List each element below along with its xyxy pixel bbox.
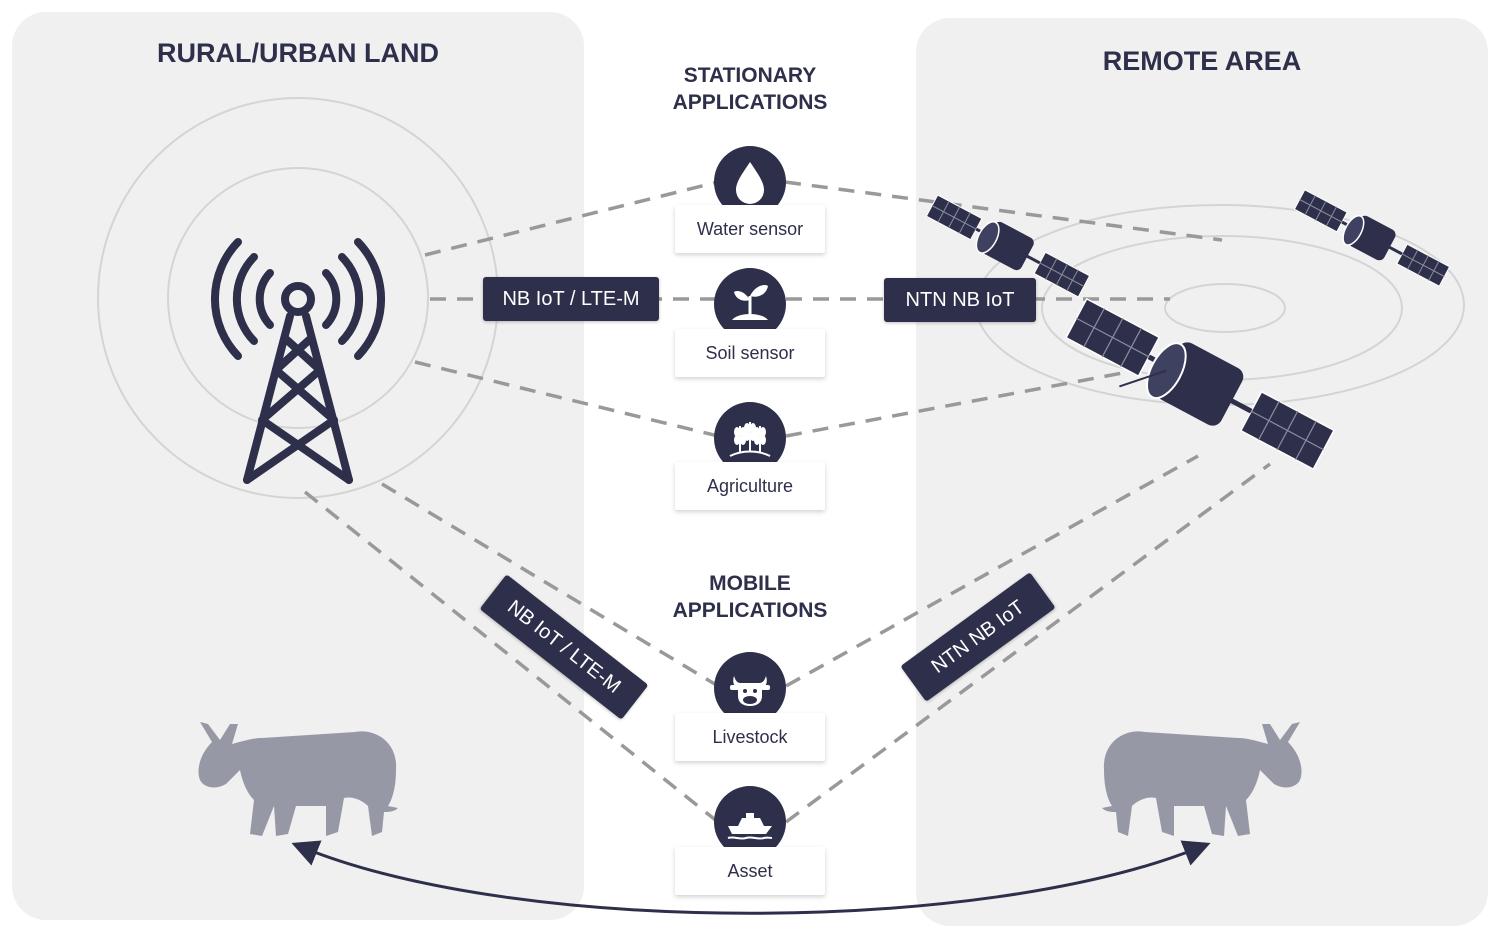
node-label: Asset [675,847,825,895]
node-label: Water sensor [675,205,825,253]
roaming-arrow [291,840,1211,915]
satellite-icon [925,194,1091,298]
nb-iot-lte-m-tag: NB IoT / LTE-M [483,277,659,321]
rural-urban-title: RURAL/URBAN LAND [157,38,439,68]
node-label: Livestock [675,713,825,761]
node-label: Soil sensor [675,329,825,377]
ntn-nb-iot-tag: NTN NB IoT [884,278,1036,322]
cow-silhouette-left [198,722,398,836]
link-satellite-asset [784,462,1272,824]
satellite-icon [1293,189,1451,287]
link-tower-livestock [381,482,719,688]
remote-area-title: REMOTE AREA [1102,46,1302,76]
cow-head-icon [714,652,786,724]
link-tower-agriculture [414,360,719,438]
cow-silhouette-right [1102,722,1302,836]
sprout-icon [714,268,786,340]
link-tower-water [424,180,719,257]
boat-icon [714,786,786,858]
link-satellite-water [784,180,1223,242]
link-satellite-agriculture [785,370,1129,438]
satellite-icon [1065,297,1335,471]
cell-tower-icon [211,238,385,484]
link-tower-asset [303,490,720,824]
node-label: Agriculture [675,462,825,510]
link-satellite-livestock [785,454,1199,688]
